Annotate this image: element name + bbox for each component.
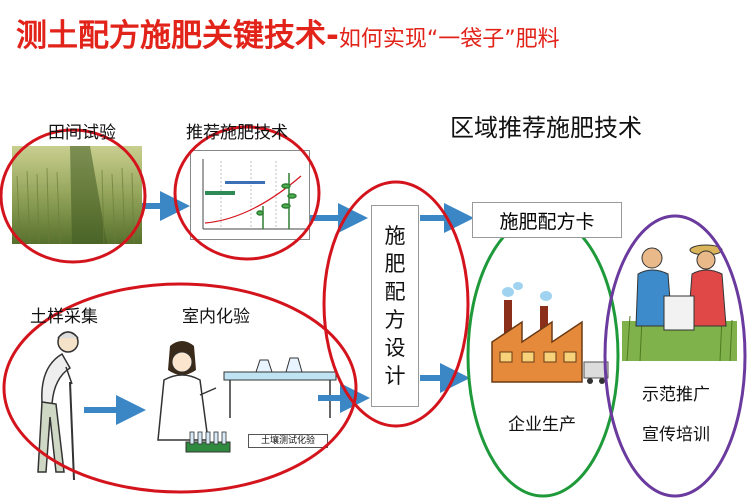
fertilizer-chart-thumbnail [190, 150, 310, 240]
label-field-trial: 田间试验 [48, 123, 116, 143]
page-title: 测土配方施肥关键技术-如何实现“一袋子”肥料 [16, 10, 560, 55]
label-recommend-tech: 推荐施肥技术 [186, 123, 288, 143]
fertilizer-design-box: 施 肥 配 方 设 计 [371, 205, 419, 407]
ring-lab-sampling [2, 282, 358, 494]
region-title: 区域推荐施肥技术 [450, 114, 642, 142]
ring-field-trial [0, 128, 147, 264]
title-sub: 如何实现“一袋子”肥料 [338, 27, 560, 52]
ring-recommend [173, 125, 321, 261]
design-char: 配 [384, 280, 406, 304]
lab-sign: 土壤测试化验 [248, 434, 328, 448]
design-char: 肥 [384, 252, 406, 276]
ring-enterprise [466, 214, 620, 498]
ring-demo [603, 214, 747, 498]
label-demo-line1: 示范推广 [642, 385, 710, 405]
design-char: 设 [384, 336, 406, 360]
design-char: 施 [384, 224, 406, 248]
label-demo-line2: 宣传培训 [642, 425, 710, 445]
fertilizer-card: 施肥配方卡 [472, 202, 622, 238]
wheat-field-image [12, 146, 142, 244]
lab-figure [150, 340, 350, 465]
design-char: 计 [384, 364, 406, 388]
factory-image [482, 282, 612, 392]
label-lab-test: 室内化验 [182, 307, 250, 327]
ring-design [322, 180, 470, 428]
label-enterprise: 企业生产 [508, 415, 576, 435]
farmers-image [622, 236, 737, 361]
label-soil-sampling: 土样采集 [30, 307, 98, 327]
design-char: 方 [384, 308, 406, 332]
title-main: 测土配方施肥关键技术- [16, 18, 339, 54]
